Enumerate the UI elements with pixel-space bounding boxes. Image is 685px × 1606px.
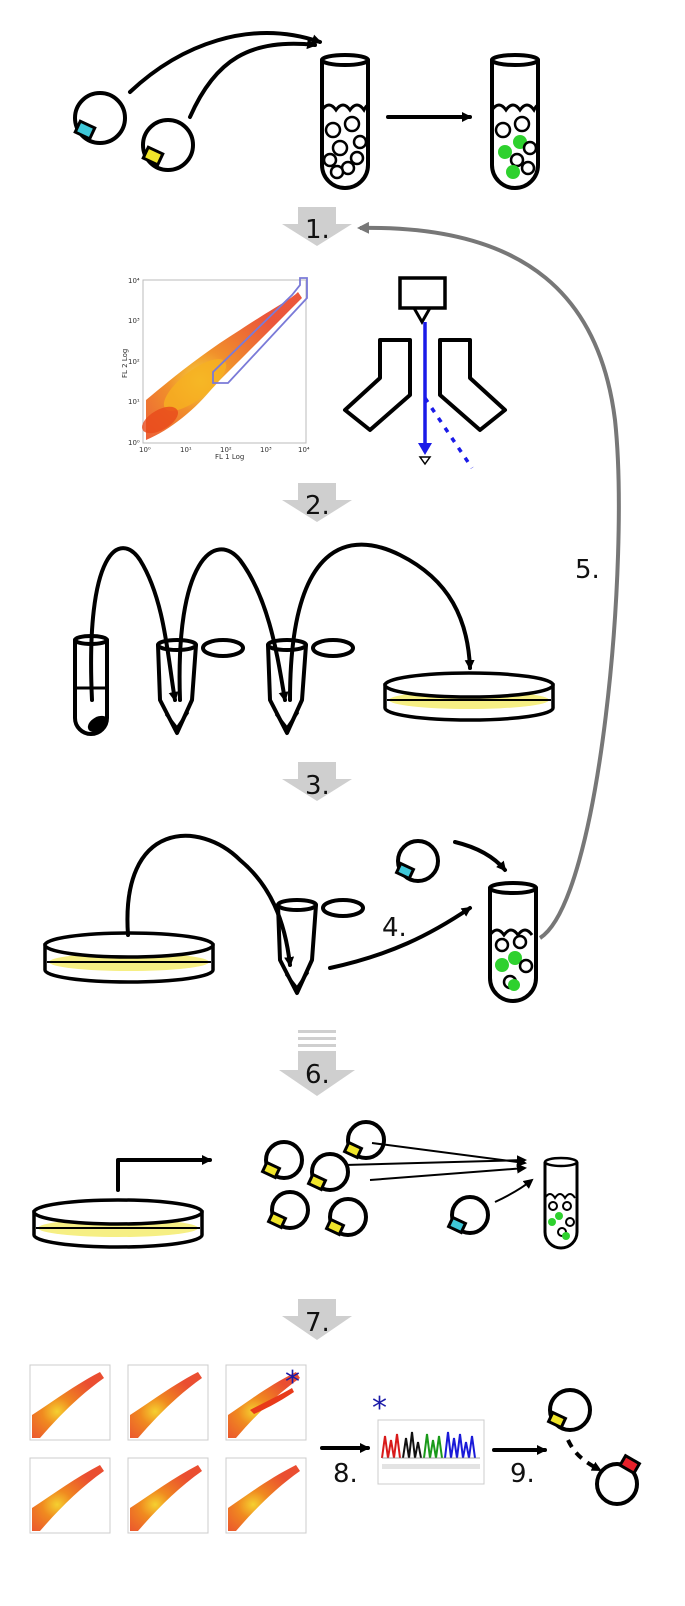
selected-clone-star: * <box>285 1365 300 1400</box>
step-arrow-3: 3. <box>282 762 352 801</box>
test-tube-cells-mid <box>488 881 538 1003</box>
return-arrow-step-5 <box>357 221 621 940</box>
plasmid-yellow-final <box>546 1388 592 1432</box>
plasmid-cyan-top <box>73 91 127 145</box>
y-axis-label: FL 2 Log <box>121 349 129 378</box>
mutation-dashed-arrow <box>566 1439 602 1472</box>
step-label-2: 2. <box>305 491 330 521</box>
step-label-3: 3. <box>305 771 330 801</box>
facs-thumbnail-grid <box>29 1364 307 1534</box>
step-arrow-7: 7. <box>282 1299 352 1340</box>
svg-text:10³: 10³ <box>260 446 272 454</box>
svg-text:10²: 10² <box>220 446 232 454</box>
petri-dish-3 <box>32 1198 204 1249</box>
transfer-arrow-2 <box>177 547 289 702</box>
transfer-arrow-3 <box>288 542 475 702</box>
facs-thumb-4 <box>29 1457 111 1534</box>
facs-thumb-3 <box>225 1364 307 1441</box>
arrow-yellow-to-tube <box>188 39 317 119</box>
test-tube-cells-low <box>543 1156 579 1250</box>
library-arrow-1 <box>371 1142 527 1167</box>
microtube-1 <box>156 638 245 735</box>
facs-thumb-1 <box>29 1364 111 1441</box>
arrow-cyan-low <box>494 1178 534 1203</box>
step-label-8: 8. <box>333 1459 358 1489</box>
plasmid-cyan-low <box>446 1195 490 1235</box>
microtube-2 <box>266 638 355 735</box>
step-label-7: 7. <box>305 1308 330 1338</box>
svg-text:10⁰: 10⁰ <box>139 446 151 454</box>
step-arrow-2: 2. <box>282 483 352 522</box>
x-axis-label: FL 1 Log <box>215 453 244 461</box>
facs-thumb-6 <box>225 1457 307 1534</box>
step-label-1: 1. <box>305 215 330 245</box>
facs-scatter-plot: 10⁴ 10³ 10² 10¹ 10⁰ 10⁰ 10¹ 10² 10³ 10⁴ … <box>121 277 310 461</box>
gate-polygon <box>212 277 308 384</box>
step-label-5: 5. <box>575 555 600 585</box>
library-arrow-3 <box>344 1155 527 1166</box>
svg-text:10¹: 10¹ <box>128 398 140 406</box>
facs-thumb-2 <box>127 1364 209 1441</box>
svg-text:10⁴: 10⁴ <box>128 277 140 285</box>
arrow-cyan-to-tube <box>128 31 322 94</box>
petri-dish-1 <box>383 671 555 722</box>
sequencing-chromatogram <box>377 1419 485 1485</box>
svg-text:10⁰: 10⁰ <box>128 439 140 447</box>
scatter-density <box>141 292 302 440</box>
library-arrow-2 <box>369 1163 527 1181</box>
plate-to-plasmids-arrow <box>116 1155 212 1192</box>
step-arrow-1: 1. <box>282 207 352 246</box>
test-tube-cells-white <box>320 53 370 190</box>
arrow-cyan-mid <box>453 840 507 872</box>
test-tube-cells-green <box>490 53 540 190</box>
svg-text:10²: 10² <box>128 358 140 366</box>
plasmid-cyan-mid <box>394 839 440 883</box>
svg-text:10³: 10³ <box>128 317 140 325</box>
plasmid-library <box>260 1120 386 1237</box>
svg-text:10¹: 10¹ <box>180 446 192 454</box>
plasmid-red-final <box>595 1453 642 1506</box>
plasmid-yellow-top <box>141 118 195 172</box>
cell-sorter <box>343 276 507 469</box>
microtube-3 <box>276 898 365 995</box>
step-label-6: 6. <box>305 1060 330 1090</box>
transfer-arrow-1 <box>89 546 179 702</box>
step-label-4: 4. <box>382 913 407 943</box>
petri-dish-2 <box>43 931 215 984</box>
step-label-9: 9. <box>510 1459 535 1489</box>
facs-thumb-5 <box>127 1457 209 1534</box>
step-arrow-6: 6. <box>279 1030 355 1096</box>
sequencing-star: * <box>372 1391 387 1426</box>
arrow-step-4 <box>328 906 472 970</box>
svg-text:10⁴: 10⁴ <box>298 446 310 454</box>
